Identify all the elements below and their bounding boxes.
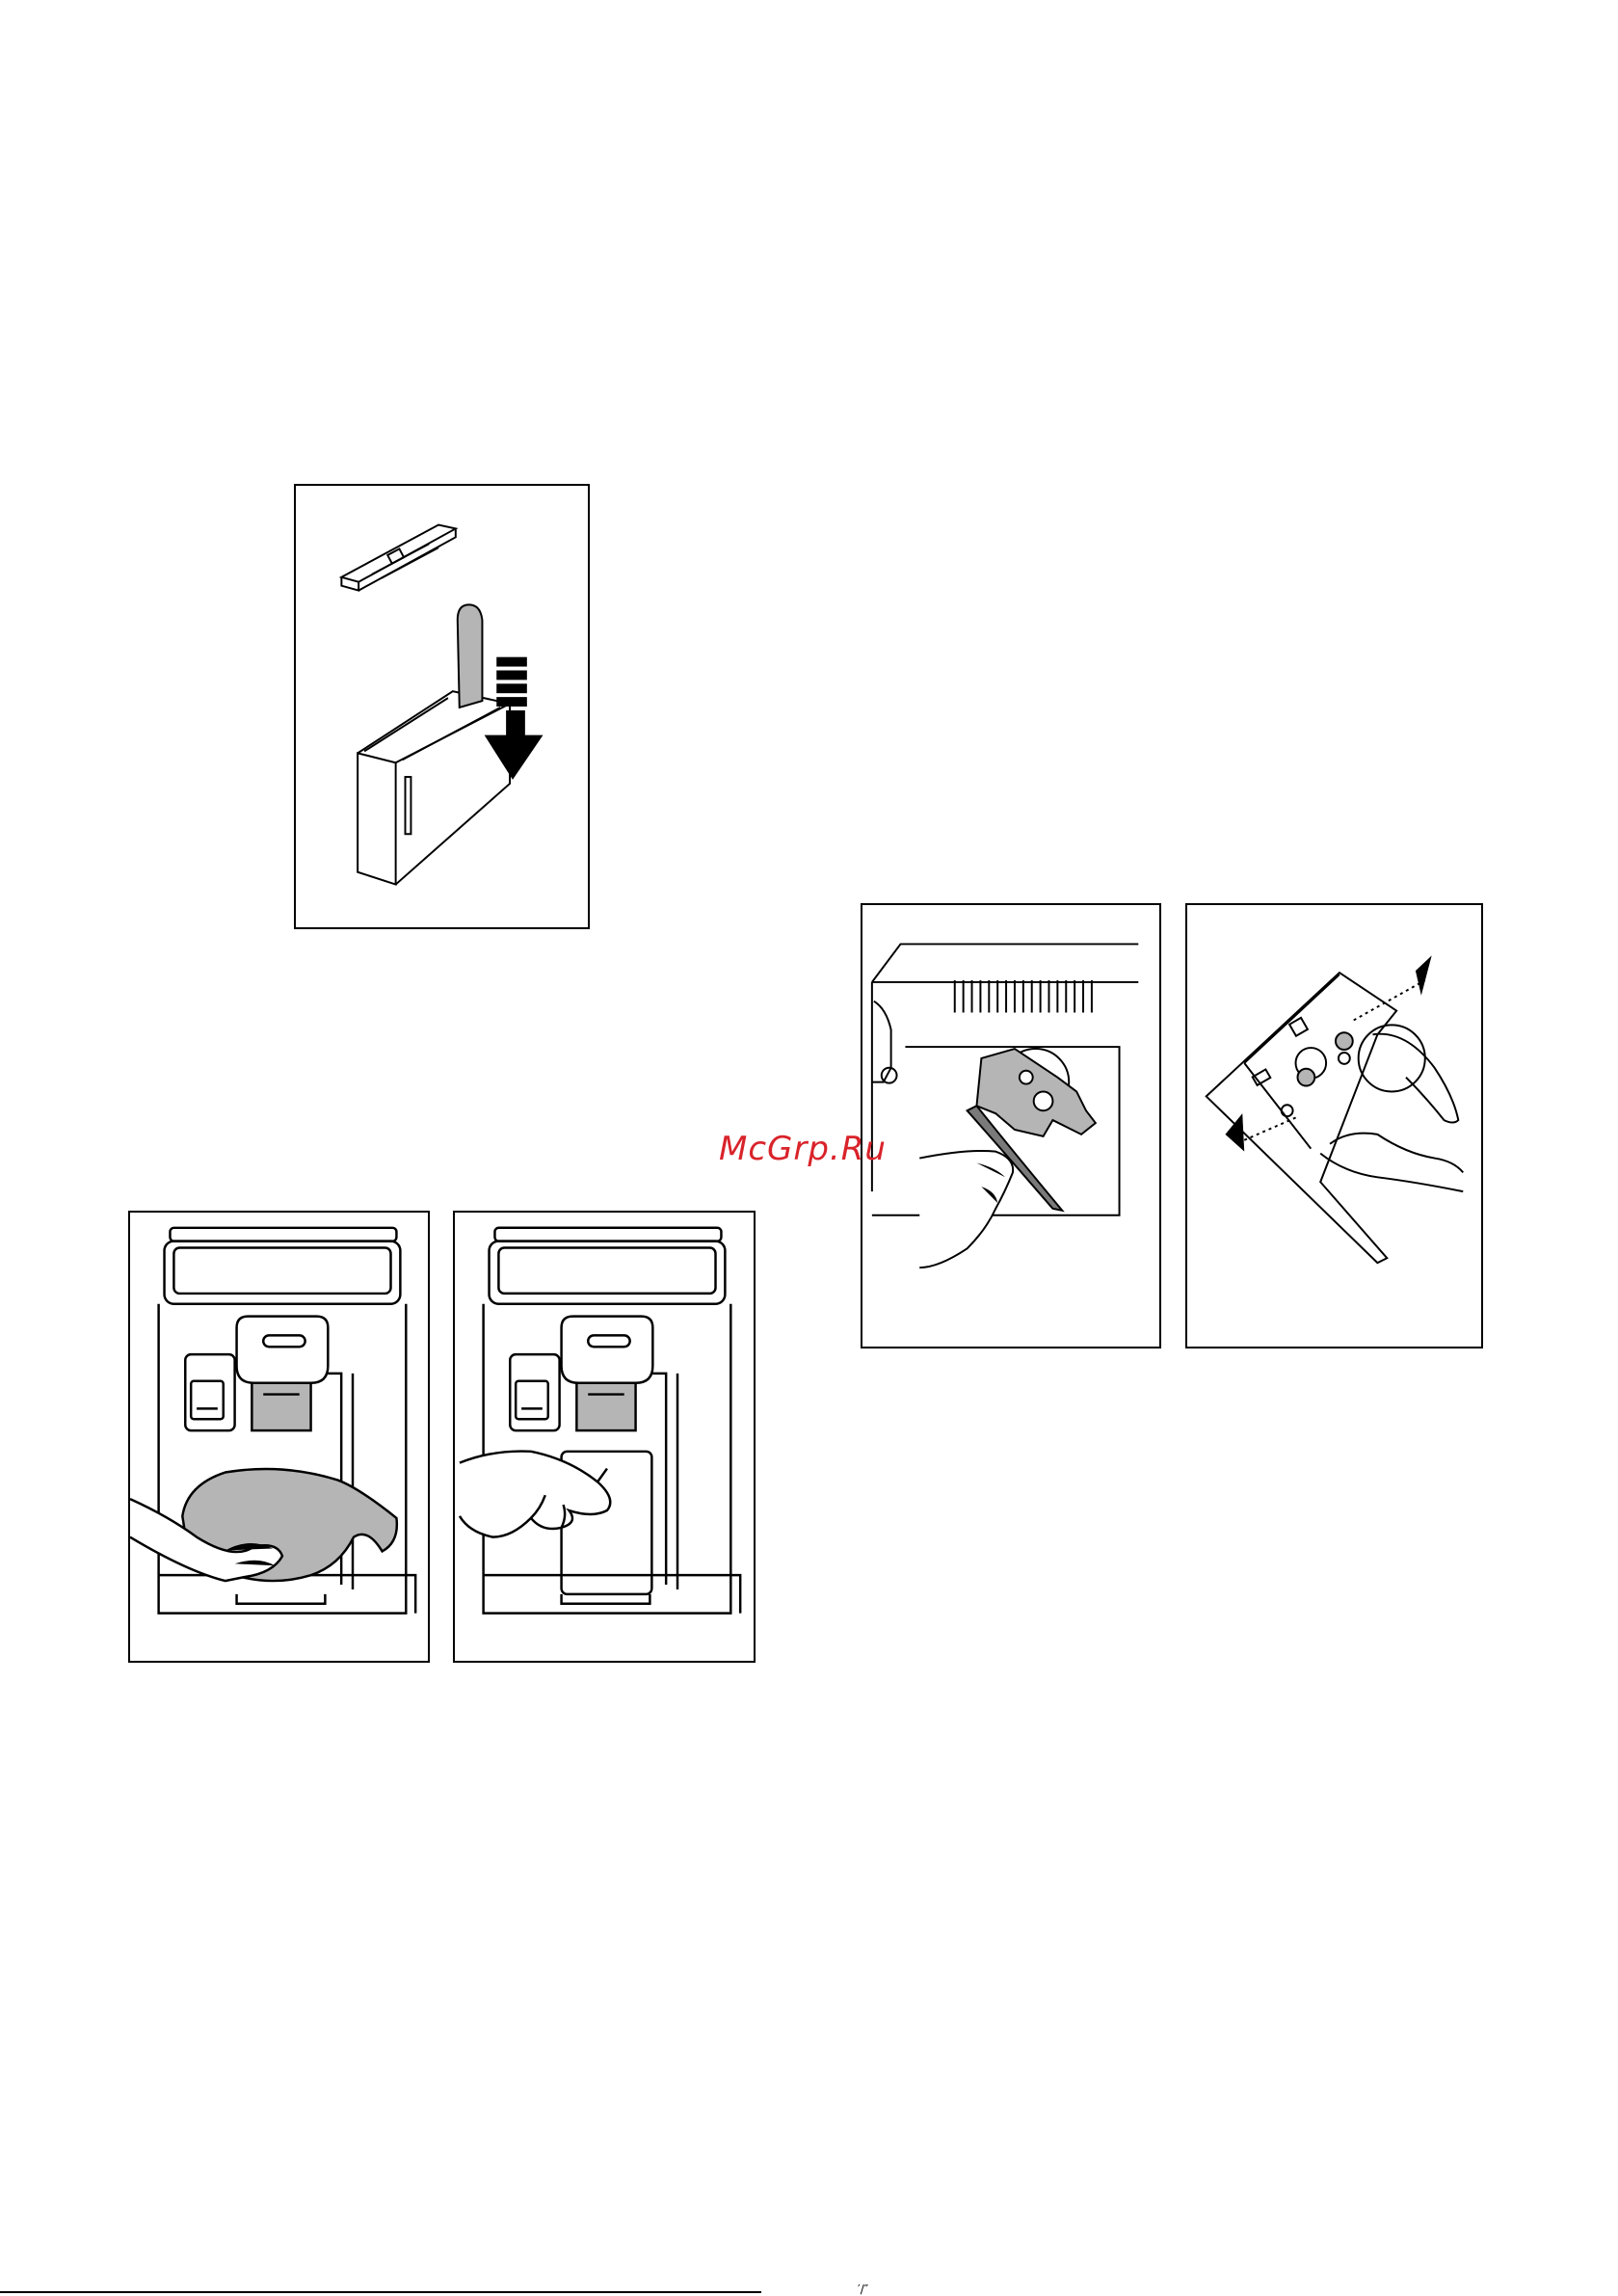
finger-press-illustration <box>455 1213 754 1661</box>
watermark: McGrp.Ru <box>719 1130 887 1168</box>
footer-rule <box>0 2291 761 2293</box>
seal-fit-illustration <box>1187 905 1481 1347</box>
arrow-icon <box>1225 1113 1244 1151</box>
figure-seal-removal <box>861 903 1161 1348</box>
cloth-wipe-illustration <box>130 1213 428 1661</box>
footer-mark: ′/″ <box>858 2283 868 2296</box>
figure-spout-wipe-cloth <box>128 1211 430 1663</box>
figure-spout-press <box>453 1211 756 1663</box>
figure-seal-fit <box>1185 903 1483 1348</box>
seal-removal-illustration <box>862 905 1159 1347</box>
arrow-icon <box>1416 955 1432 995</box>
figure-dispenser-reinsertion <box>294 484 590 929</box>
filter-cartridge-insert-illustration <box>296 486 588 927</box>
